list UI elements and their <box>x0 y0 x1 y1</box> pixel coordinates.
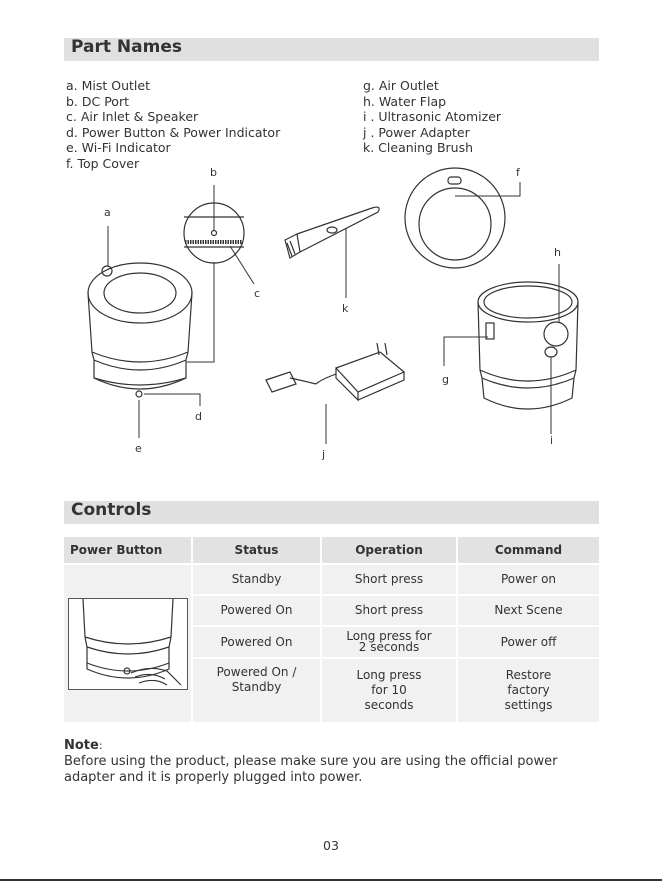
parts-list-right: g. Air Outlet h. Water Flap i . Ultrason… <box>363 78 501 156</box>
note-heading: Note: <box>64 738 103 753</box>
controls-header: Controls <box>64 500 599 524</box>
cleaning-brush-illustration <box>284 206 380 259</box>
table-header-power-button: Power Button <box>64 537 191 563</box>
part-item-c: c. Air Inlet & Speaker <box>66 109 199 124</box>
top-cover-illustration <box>404 167 506 269</box>
bottom-rule <box>0 879 662 881</box>
diagram-label-i: i <box>550 434 554 447</box>
diagram-label-a: a <box>104 206 111 219</box>
diagram-label-b: b <box>210 166 217 179</box>
row1-command: Power on <box>458 565 599 594</box>
table-header-status: Status <box>193 537 320 563</box>
part-item-d: d. Power Button & Power Indicator <box>66 124 281 140</box>
note-body: Before using the product, please make su… <box>64 754 558 785</box>
table-header-operation: Operation <box>322 537 456 563</box>
power-adapter-illustration <box>265 342 406 402</box>
part-names-header: Part Names <box>64 37 599 61</box>
diagram-label-k: k <box>342 302 349 315</box>
diagram-label-g: g <box>442 373 449 386</box>
row1-operation: Short press <box>322 565 456 594</box>
part-item-b: b. DC Port <box>66 93 129 109</box>
table-header-command: Command <box>458 537 599 563</box>
power-button-press-illustration <box>67 597 188 690</box>
row4-command: Restore factory settings <box>458 659 599 722</box>
diagram-label-h: h <box>554 246 561 259</box>
part-item-h: h. Water Flap <box>363 93 447 109</box>
page-number: 03 <box>323 838 339 853</box>
row4-operation: Long press for 10 seconds <box>322 659 456 722</box>
row2-command: Next Scene <box>458 596 599 625</box>
row2-operation: Short press <box>322 596 456 625</box>
part-names-title: Part Names <box>71 37 182 57</box>
controls-title: Controls <box>71 500 152 520</box>
diagram-label-e: e <box>135 442 142 455</box>
part-item-g: g. Air Outlet <box>363 78 439 93</box>
parts-diagram <box>87 167 579 444</box>
diagram-label-d: d <box>195 410 202 423</box>
diagram-label-j: j <box>322 448 326 461</box>
part-item-j: j . Power Adapter <box>363 124 470 140</box>
part-item-e: e. Wi-Fi Indicator <box>66 140 171 155</box>
part-item-i: i . Ultrasonic Atomizer <box>363 109 502 124</box>
row3-operation: Long press for 2 seconds <box>322 627 456 657</box>
row1-status: Standby <box>193 565 320 594</box>
part-item-k: k. Cleaning Brush <box>363 140 474 155</box>
part-item-a: a. Mist Outlet <box>66 78 150 93</box>
row3-status: Powered On <box>193 627 320 657</box>
power-button-image-cell <box>64 565 191 722</box>
row3-command: Power off <box>458 627 599 657</box>
parts-list-left: a. Mist Outlet b. DC Port c. Air Inlet &… <box>66 78 280 171</box>
humidifier-main-illustration <box>87 262 193 398</box>
diagram-label-f: f <box>516 166 520 179</box>
humidifier-open-illustration <box>477 281 579 410</box>
row2-status: Powered On <box>193 596 320 625</box>
diagram-label-c: c <box>254 287 261 300</box>
row4-status: Powered On / Standby <box>193 659 320 722</box>
part-item-f: f. Top Cover <box>66 155 140 171</box>
